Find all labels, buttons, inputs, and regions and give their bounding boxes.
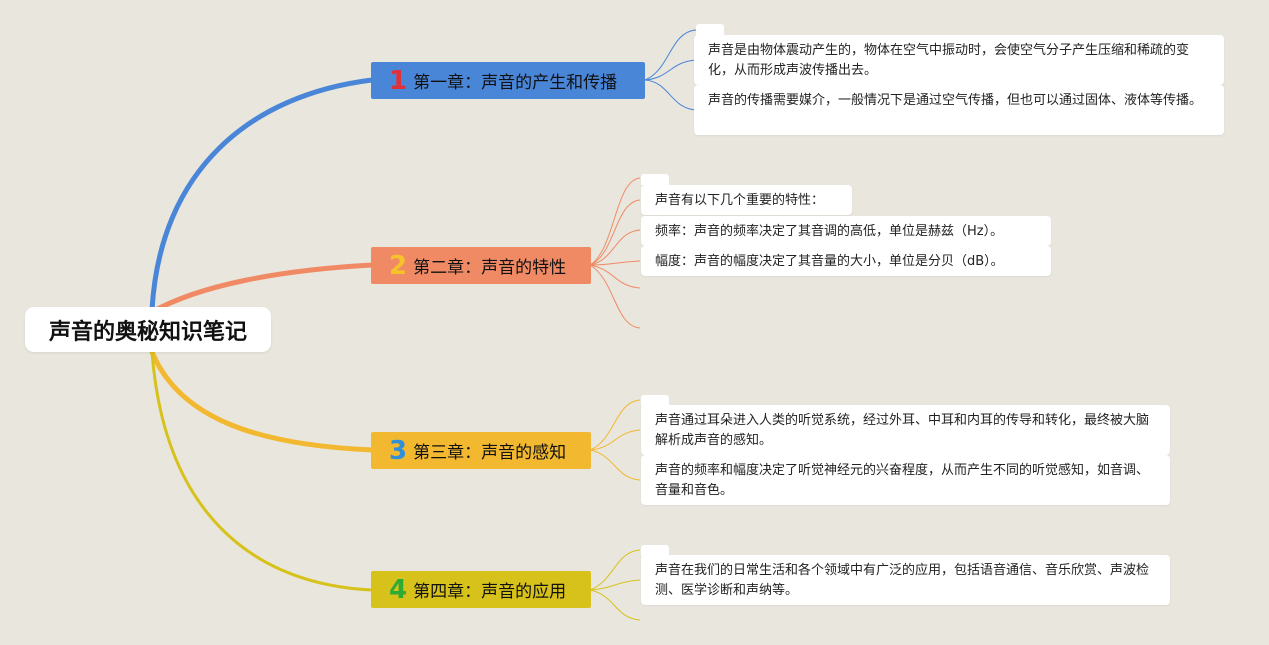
connector-chapter-1 [149, 77, 375, 313]
connector-ch2-leaf [589, 260, 641, 266]
connector-ch2-leaf [589, 177, 641, 266]
chapter-3-number: 3 [389, 435, 408, 466]
connector-ch4-leaf [589, 589, 641, 621]
chapter-4-number: 4 [389, 574, 408, 605]
connector-ch1-leaf [644, 79, 697, 111]
connector-ch2-leaf [589, 264, 641, 289]
chapter-2-note-2[interactable]: 频率：声音的频率决定了其音调的高低，单位是赫兹（Hz）。 [641, 216, 1051, 246]
chapter-1-number: 1 [389, 65, 408, 96]
chapter-4-note-1[interactable]: 声音在我们的日常生活和各个领域中有广泛的应用，包括语音通信、音乐欣赏、声波检测、… [641, 555, 1170, 605]
chapter-3-empty-note[interactable] [641, 395, 669, 406]
connector-ch4-leaf [589, 579, 641, 591]
chapter-1-empty-note[interactable] [696, 24, 724, 35]
chapter-3-note-2[interactable]: 声音的频率和幅度决定了听觉神经元的兴奋程度，从而产生不同的听觉感知，如音调、音量… [641, 455, 1170, 505]
connector-chapter-3 [149, 349, 375, 453]
chapter-1-label: 第一章：声音的产生和传播 [413, 73, 618, 93]
connector-chapter-4 [150, 350, 374, 592]
chapter-1-note-2[interactable]: 声音的传播需要媒介，一般情况下是通过空气传播，但也可以通过固体、液体等传播。 [694, 85, 1224, 135]
chapter-2-topic[interactable]: 2 第二章：声音的特性 [371, 247, 591, 284]
connector-ch3-leaf [589, 399, 641, 451]
chapter-3-note-1[interactable]: 声音通过耳朵进入人类的听觉系统，经过外耳、中耳和内耳的传导和转化，最终被大脑解析… [641, 405, 1170, 455]
chapter-1-note-1[interactable]: 声音是由物体震动产生的，物体在空气中振动时，会使空气分子产生压缩和稀疏的变化，从… [694, 35, 1224, 85]
chapter-2-empty-note[interactable] [641, 174, 669, 185]
chapter-2-number: 2 [389, 250, 408, 281]
chapter-3-topic[interactable]: 3 第三章：声音的感知 [371, 432, 591, 469]
chapter-1-topic[interactable]: 1 第一章：声音的产生和传播 [371, 62, 645, 99]
connector-ch2-leaf [589, 264, 641, 329]
connector-ch3-leaf [589, 449, 641, 481]
chapter-4-label: 第四章：声音的应用 [413, 582, 567, 602]
connector-ch4-leaf [589, 549, 641, 591]
connector-ch1-leaf [644, 59, 697, 81]
connector-ch2-leaf [589, 199, 641, 266]
chapter-2-note-3[interactable]: 幅度：声音的幅度决定了其音量的大小，单位是分贝（dB）。 [641, 246, 1051, 276]
chapter-4-empty-note[interactable] [641, 545, 669, 556]
connector-chapter-2 [149, 262, 375, 315]
chapter-4-topic[interactable]: 4 第四章：声音的应用 [371, 571, 591, 608]
connector-ch1-leaf [644, 29, 697, 81]
chapter-2-note-1[interactable]: 声音有以下几个重要的特性： [641, 185, 852, 215]
root-topic-label: 声音的奥秘知识笔记 [48, 319, 247, 345]
connector-ch2-leaf [589, 229, 641, 266]
chapter-3-label: 第三章：声音的感知 [413, 443, 567, 463]
connector-ch3-leaf [589, 429, 641, 451]
root-topic[interactable]: 声音的奥秘知识笔记 [25, 307, 271, 352]
chapter-2-label: 第二章：声音的特性 [413, 258, 567, 278]
